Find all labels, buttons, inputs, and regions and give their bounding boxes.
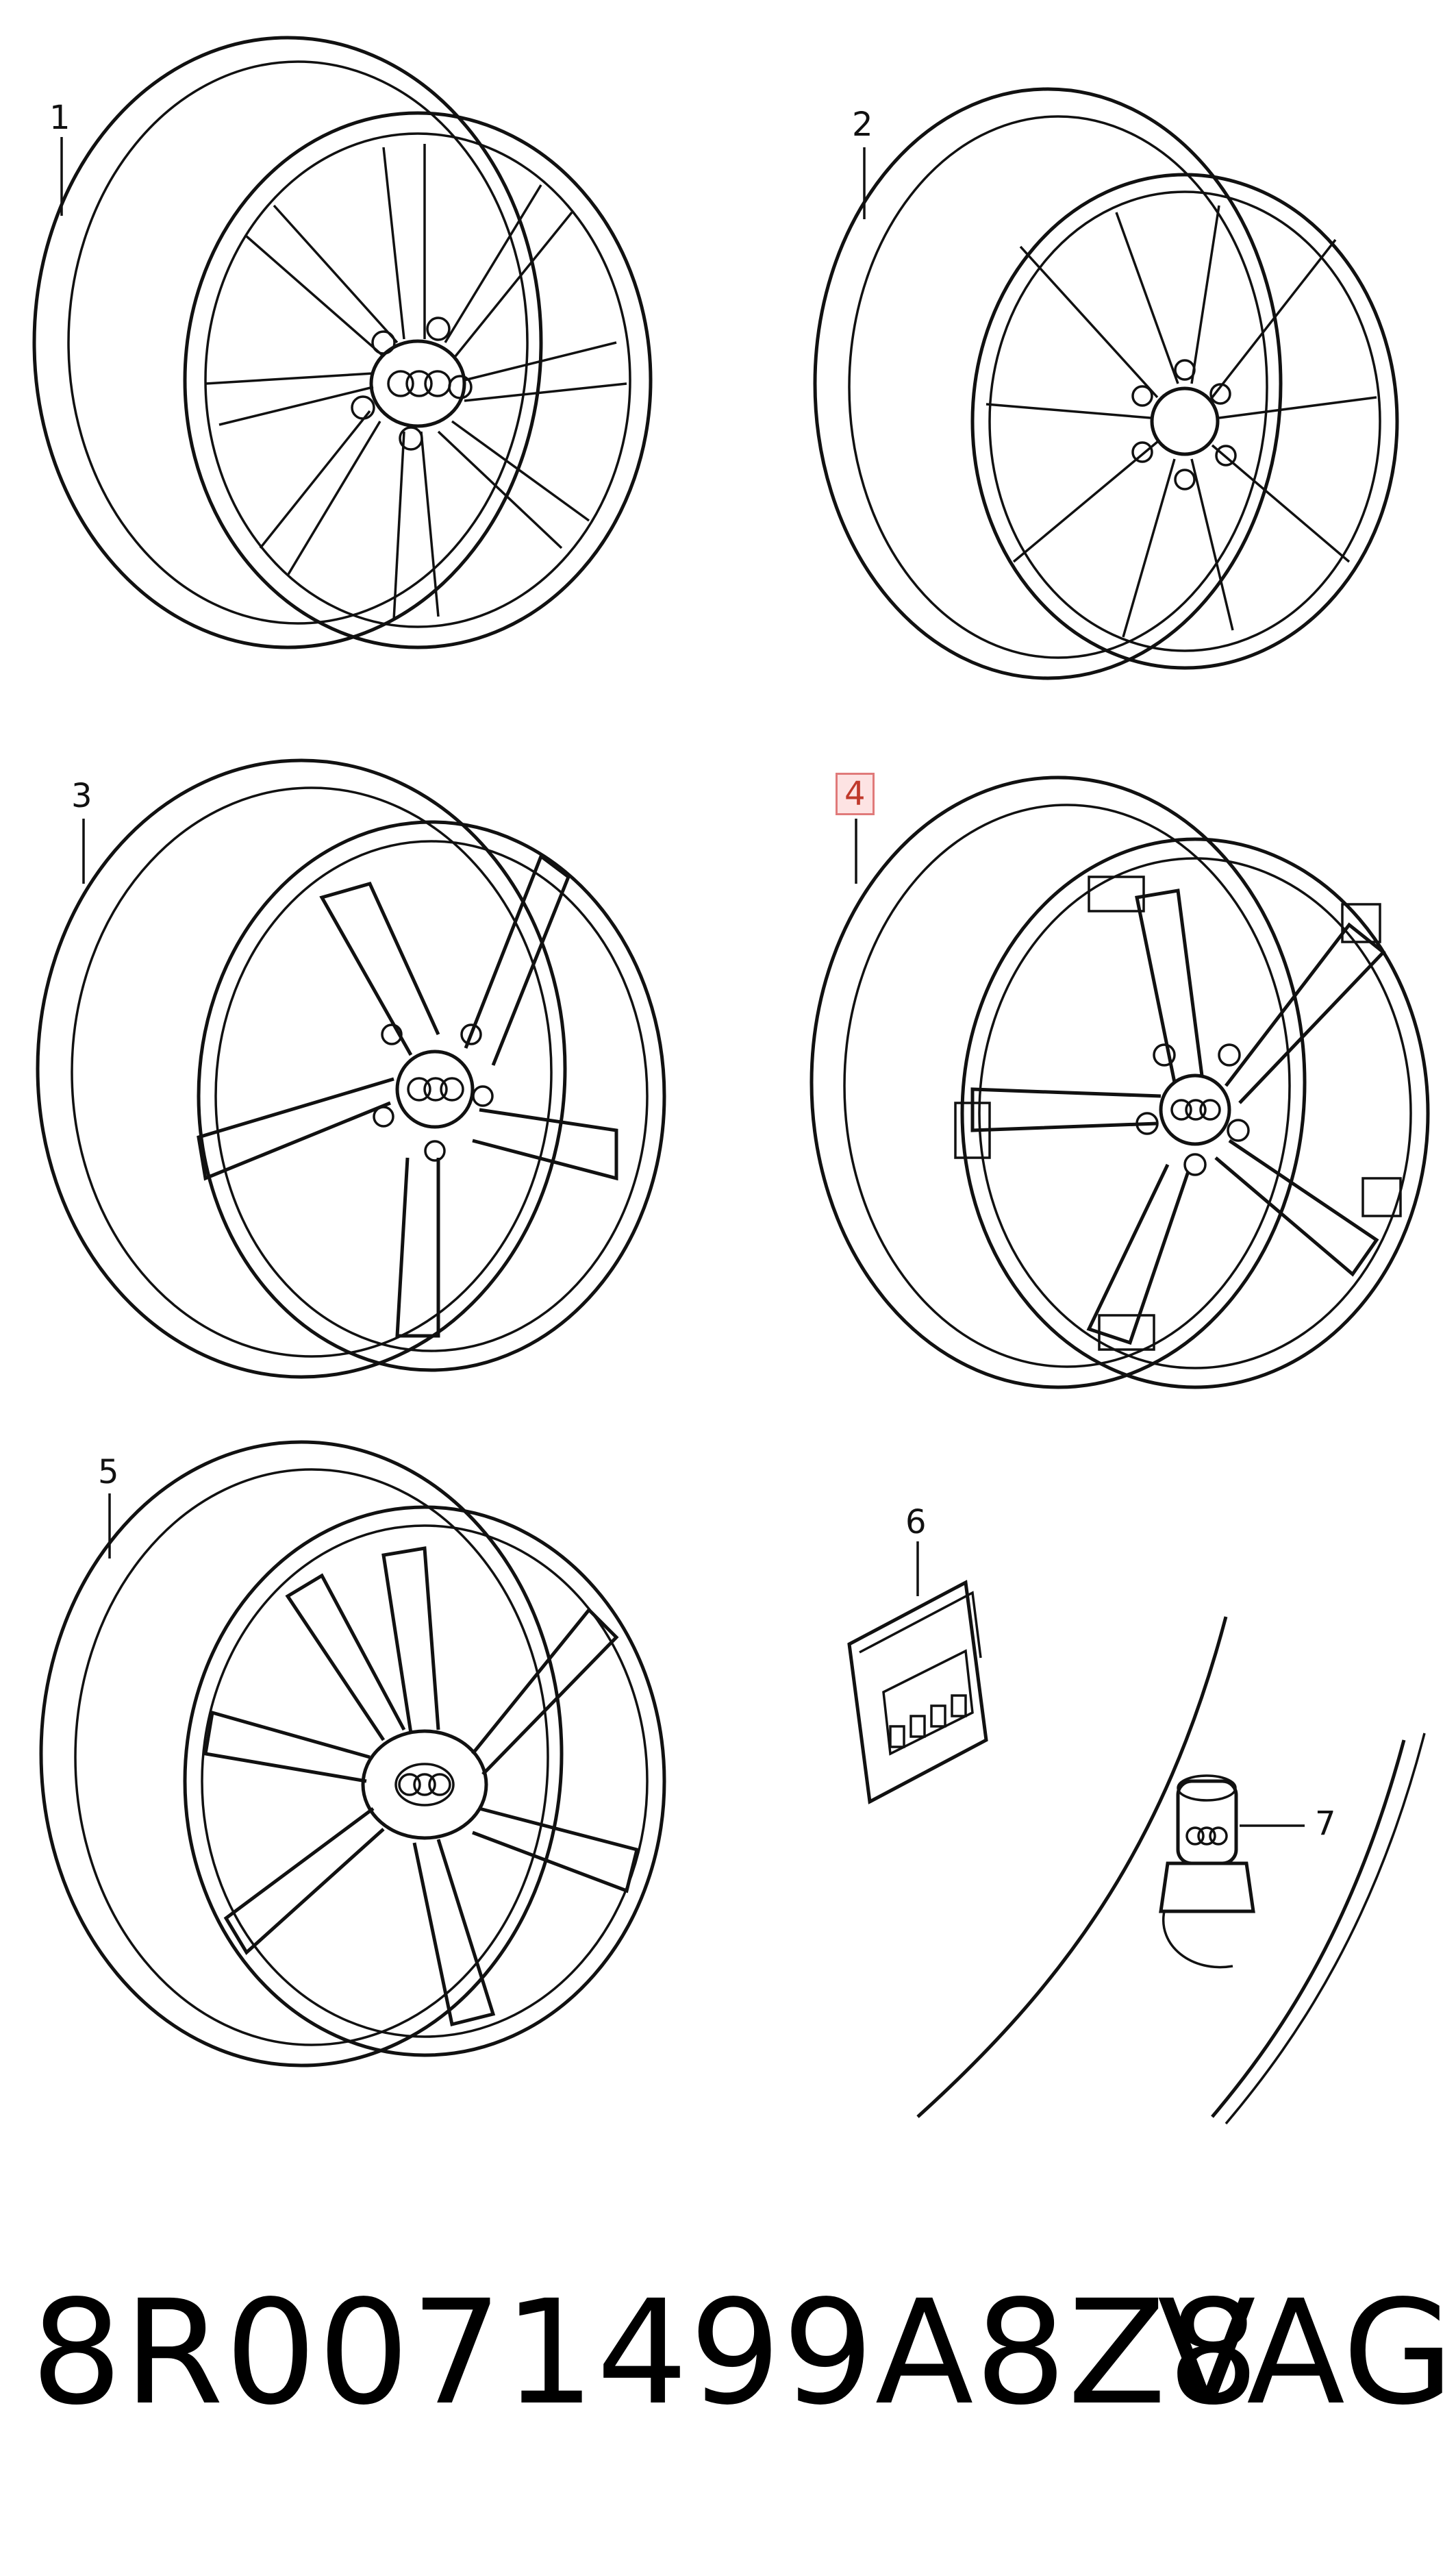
- wheel-1-icon: [32, 36, 653, 649]
- callout-4[interactable]: 4: [836, 773, 875, 815]
- wheel-2-icon: [813, 87, 1399, 680]
- callout-5[interactable]: 5: [98, 1453, 119, 1491]
- valve-cap-icon: [916, 1616, 1426, 2125]
- callout-3[interactable]: 3: [71, 777, 92, 815]
- wheel-5-icon: [39, 1440, 666, 2067]
- callout-7[interactable]: 7: [1315, 1804, 1336, 1843]
- wheel-3-icon: [36, 758, 666, 1379]
- callout-2[interactable]: 2: [852, 105, 873, 144]
- callout-1[interactable]: 1: [49, 99, 71, 137]
- wheel-4-icon: [809, 775, 1430, 1389]
- lock-bolt-package-icon: [847, 1580, 988, 1804]
- callout-6[interactable]: 6: [905, 1503, 927, 1541]
- part-number: 8R0071499A8Z8: [31, 2269, 1261, 2437]
- brand-label: VAG: [1157, 2269, 1454, 2437]
- leader-lines: [60, 137, 1305, 1827]
